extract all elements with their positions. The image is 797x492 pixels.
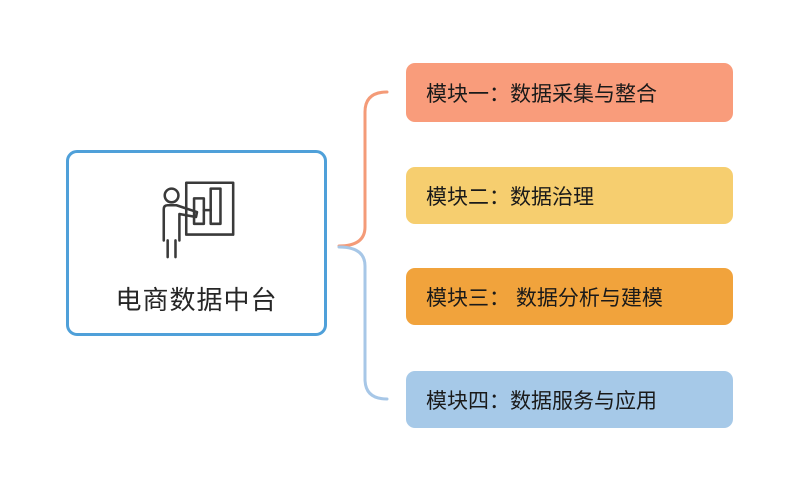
module-node-1-label: 模块一：数据采集与整合	[426, 82, 657, 106]
module-node-2: 模块二：数据治理	[406, 167, 733, 224]
root-node-label: 电商数据中台	[115, 285, 278, 315]
module-node-1: 模块一：数据采集与整合	[406, 63, 733, 122]
module-node-2-label: 模块二：数据治理	[426, 185, 594, 209]
module-node-4-label: 模块四：数据服务与应用	[426, 389, 657, 413]
module-node-4: 模块四：数据服务与应用	[406, 371, 733, 428]
module-node-3: 模块三： 数据分析与建模	[406, 268, 733, 325]
brace-top-segment	[337, 90, 389, 248]
root-node: 电商数据中台	[66, 150, 327, 336]
person-presenting-bar-chart-icon	[161, 181, 234, 259]
module-node-3-label: 模块三： 数据分析与建模	[426, 286, 663, 310]
brace-bottom-segment	[337, 245, 389, 401]
